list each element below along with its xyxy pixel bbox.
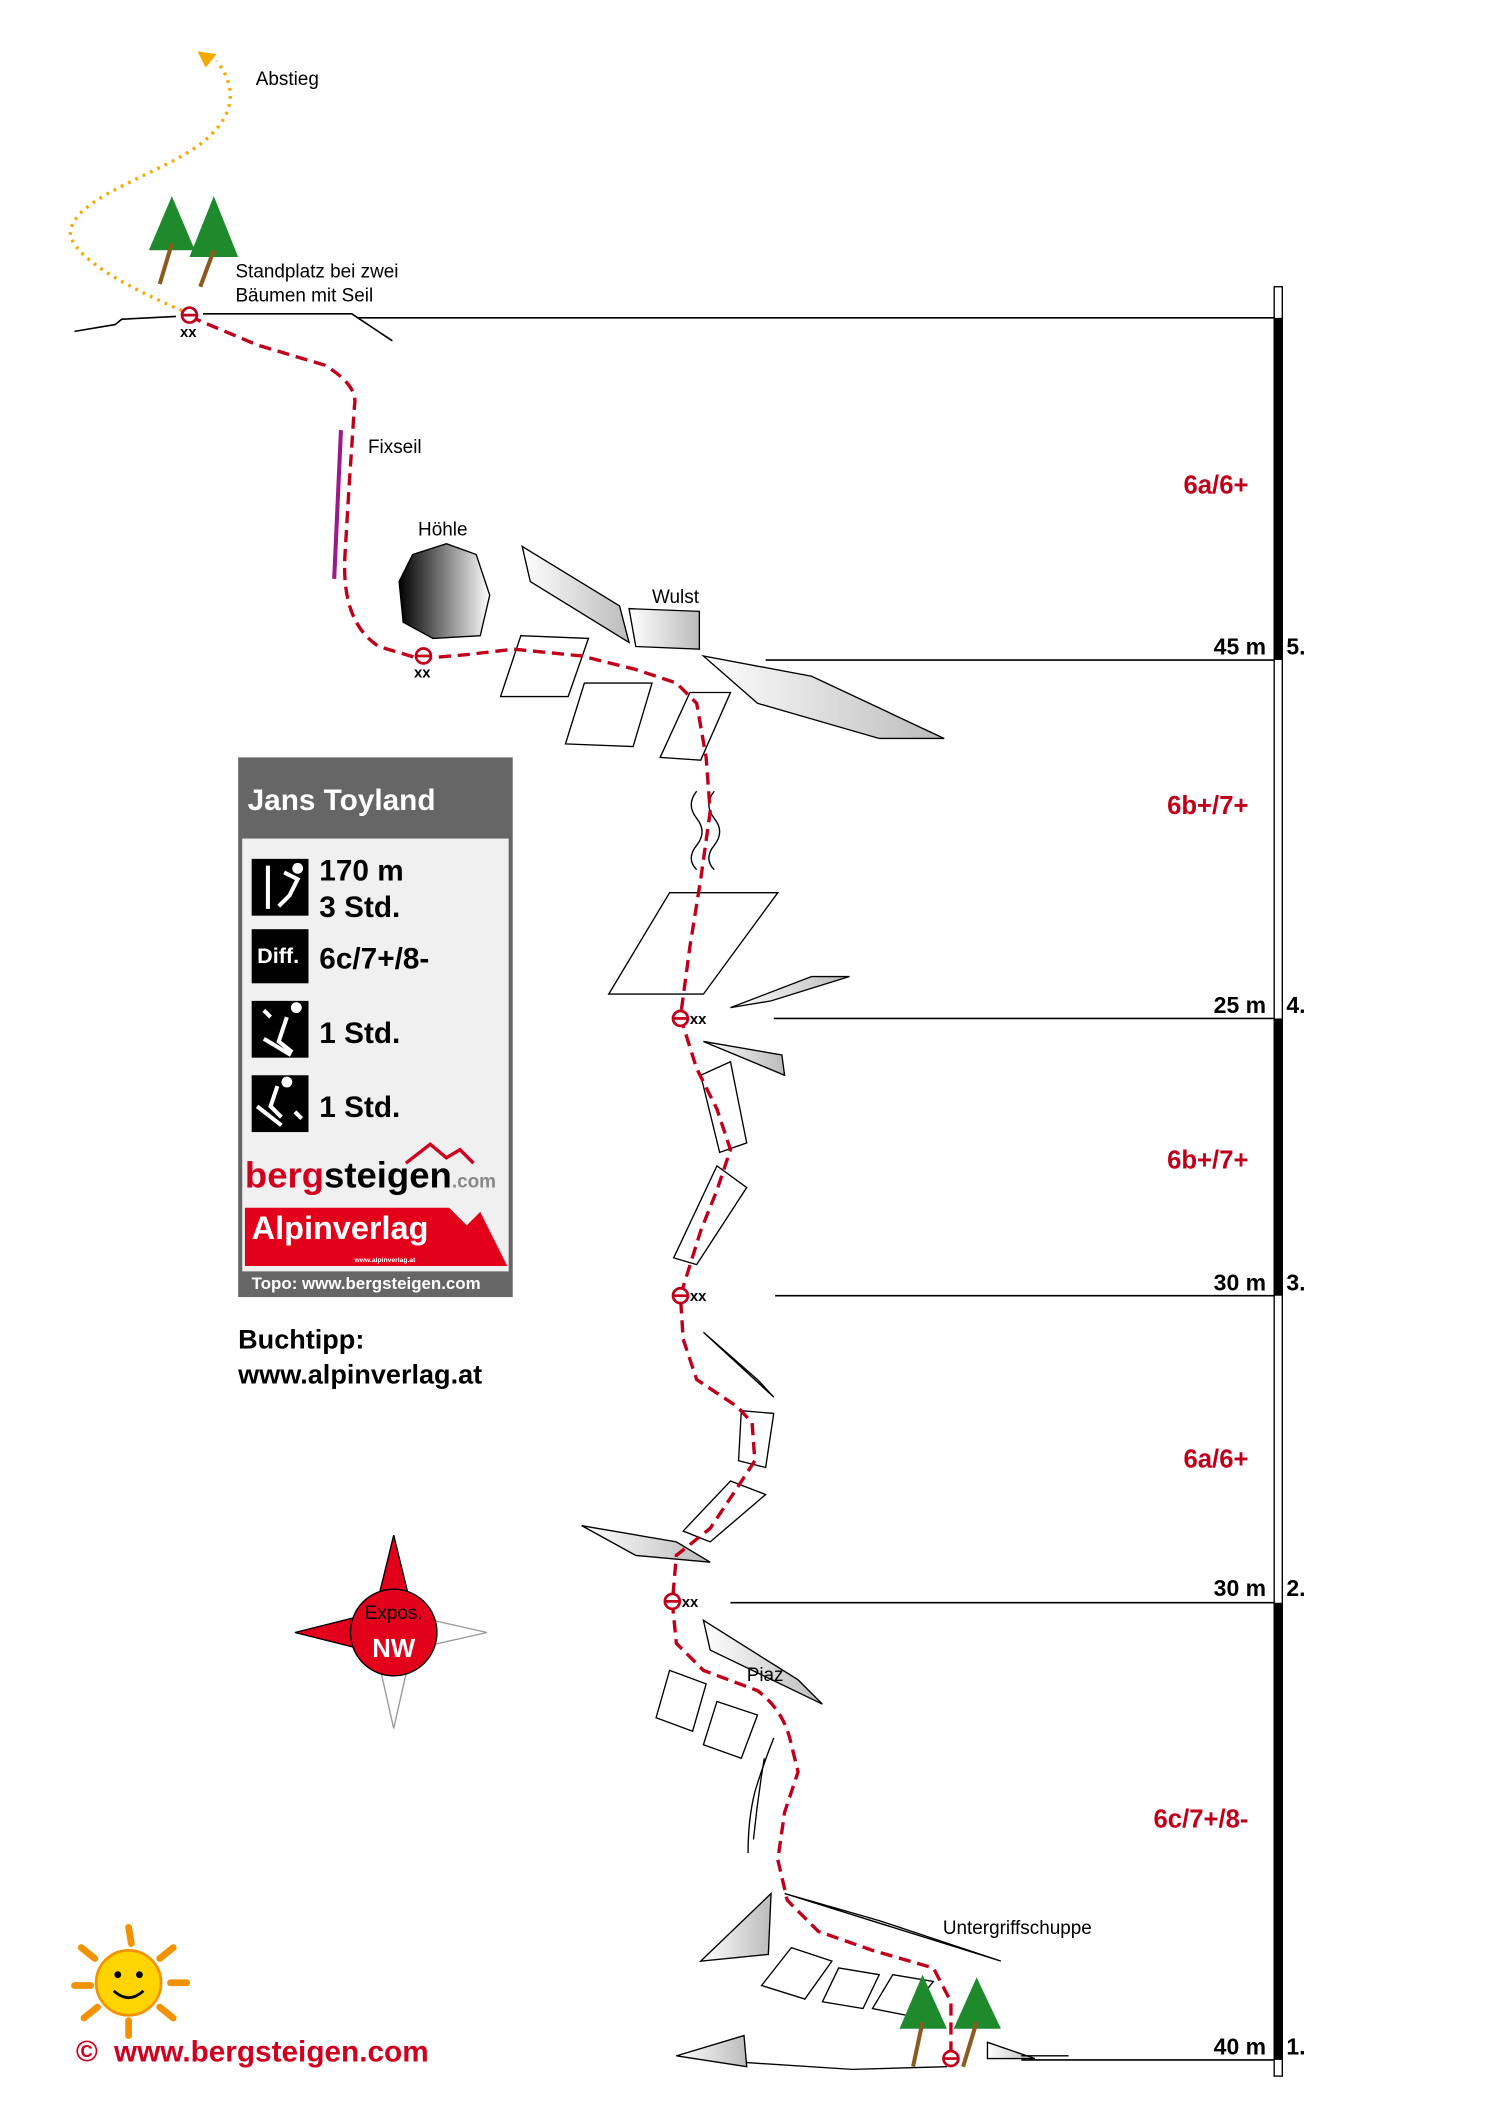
pitch-5-number: 5.	[1286, 634, 1305, 660]
pitch-4-grade: 6b+/7+	[1167, 792, 1248, 820]
rock-features	[521, 545, 1036, 2068]
label-hoehle: Höhle	[418, 520, 467, 541]
route-difficulty: 6c/7+/8-	[319, 942, 429, 975]
topo-credit: Topo: www.bergsteigen.com	[252, 1274, 481, 1293]
pitch-4-length: 25 m	[1214, 992, 1266, 1018]
pitch-lines	[730, 659, 1275, 2061]
difficulty-icon	[251, 929, 309, 984]
alpinverlag-logo	[244, 1207, 508, 1266]
pitch-1-length: 40 m	[1214, 2033, 1266, 2059]
compass-direction: NW	[372, 1635, 416, 1663]
descent-time: 1 Std.	[319, 1091, 400, 1124]
label-standplatz-2: Bäumen mit Seil	[235, 286, 373, 307]
compass-icon: Expos. NW	[294, 1534, 488, 1729]
difficulty-icon-label: Diff.	[257, 943, 299, 968]
pitch-3-grade: 6b+/7+	[1167, 1147, 1248, 1175]
pitch-2-number: 2.	[1286, 1575, 1305, 1601]
route-info-box: Jans Toyland 170 m 3 Std. Diff. 6c/7+/8-…	[238, 757, 513, 1298]
label-abstieg: Abstieg	[256, 69, 319, 90]
compass-label: Expos.	[365, 1603, 423, 1624]
sun-logo-icon	[71, 1923, 191, 2039]
fixed-rope	[332, 430, 343, 579]
label-standplatz: Standplatz bei zwei	[235, 261, 398, 282]
belay-mark: xx	[690, 1289, 707, 1305]
alpinverlag-url: www.alpinverlag.at	[353, 1257, 416, 1264]
copyright-symbol: ©	[76, 2035, 98, 2068]
descent-path	[68, 59, 232, 316]
route-line	[188, 314, 953, 2056]
approach-time: 1 Std.	[319, 1017, 400, 1050]
buchtipp-url[interactable]: www.alpinverlag.at	[237, 1360, 482, 1390]
descent-arrow-icon	[197, 51, 217, 68]
length-scale-bar	[1273, 286, 1283, 2077]
belay-mark: xx	[690, 1012, 707, 1028]
buchtipp-label: Buchtipp:	[238, 1324, 364, 1354]
trees-bottom-icon	[899, 1974, 1001, 2068]
label-fixseil: Fixseil	[368, 437, 422, 458]
pitch-1-number: 1.	[1286, 2033, 1305, 2059]
copyright: © www.bergsteigen.com	[76, 2035, 429, 2068]
alpinverlag-text: Alpinverlag	[252, 1210, 429, 1246]
pitch-5-grade: 6a/6+	[1183, 472, 1248, 500]
label-untergriffschuppe: Untergriffschuppe	[943, 1918, 1092, 1939]
logo-com: .com	[452, 1172, 496, 1193]
route-title: Jans Toyland	[248, 784, 436, 817]
rock-top	[74, 312, 393, 342]
pitch-5-length: 45 m	[1214, 634, 1266, 660]
pitch-2-grade: 6a/6+	[1183, 1445, 1248, 1473]
logo-berg: berg	[245, 1155, 324, 1196]
pitch-1-grade: 6c/7+/8-	[1154, 1805, 1249, 1833]
rock-slabs	[499, 634, 935, 2017]
pitch-3-length: 30 m	[1214, 1269, 1266, 1295]
pitch-3-number: 3.	[1286, 1269, 1305, 1295]
label-piaz: Piaz	[747, 1665, 784, 1686]
belay-mark: xx	[682, 1595, 699, 1611]
bergsteigen-logo: bergsteigen.com	[245, 1155, 496, 1196]
route-time: 3 Std.	[319, 891, 400, 924]
ground-bottom	[746, 2055, 1069, 2071]
logo-steigen: steigen	[324, 1155, 452, 1196]
cave-hoehle	[398, 543, 491, 640]
label-wulst: Wulst	[652, 587, 700, 608]
copyright-url[interactable]: www.bergsteigen.com	[113, 2035, 429, 2068]
pitch-2-length: 30 m	[1214, 1575, 1266, 1601]
belay-mark: xx	[180, 325, 197, 341]
trees-top-icon	[148, 196, 239, 288]
belay-mark: xx	[414, 666, 431, 682]
crack-wavy	[690, 790, 775, 1853]
pitch-4-number: 4.	[1286, 992, 1305, 1018]
route-length: 170 m	[319, 854, 403, 887]
